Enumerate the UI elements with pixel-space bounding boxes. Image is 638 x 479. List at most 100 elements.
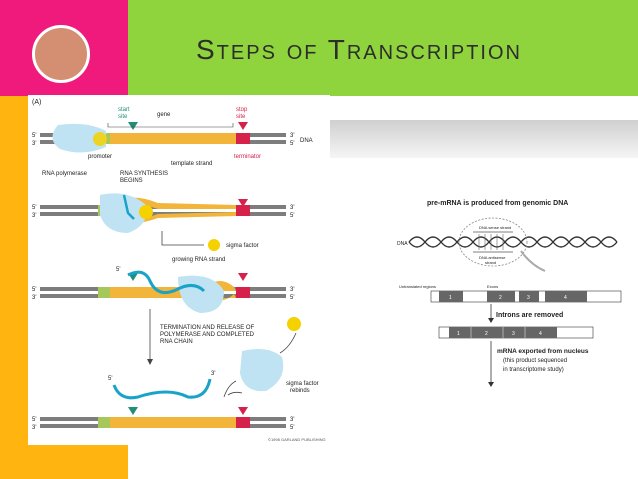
terminator-label: terminator	[234, 154, 261, 160]
stop-site-marker	[238, 122, 248, 130]
gray-gradient-strip	[330, 120, 638, 158]
introns-removed-label: Introns are removed	[496, 312, 563, 319]
row5-start-marker	[128, 407, 138, 415]
panel-label: (A)	[32, 99, 41, 106]
intron-removal-arrow-head	[488, 318, 494, 323]
row2-stop-marker	[238, 199, 248, 207]
row5-promoter-region	[98, 417, 110, 428]
row4-released-polymerase	[240, 349, 284, 392]
exon-2-box	[487, 291, 515, 302]
row3-rna-five-prime: 5'	[116, 267, 120, 273]
row5-five-prime-right: 5'	[290, 425, 294, 431]
exon-3-box	[519, 291, 539, 302]
row5-stop-marker	[238, 407, 248, 415]
transcription-bubble-circle	[458, 217, 528, 267]
base-pair-arrows	[478, 234, 504, 250]
promoter-label: promoter	[88, 154, 112, 160]
row3-promoter-region	[98, 287, 110, 298]
untranslated-regions-label: Untranslated regions	[399, 284, 436, 289]
row1-sigma-factor	[93, 132, 107, 146]
start-site-label-2: site	[118, 114, 128, 120]
row5-three-prime-left: 3'	[32, 425, 36, 431]
stop-site-label-1: stop	[236, 107, 248, 113]
row3-polymerase	[178, 275, 224, 313]
row1-terminator-region	[236, 133, 250, 144]
green-title-band	[128, 0, 638, 96]
stop-site-label-2: site	[236, 114, 246, 120]
row5-terminator-region	[236, 417, 250, 428]
mrna-exon-1-number: 1	[457, 331, 460, 337]
row5-gene-region	[108, 417, 236, 428]
exon-1-number: 1	[449, 295, 452, 301]
exon-2-number: 2	[499, 295, 502, 301]
row3-growing-rna	[127, 270, 206, 295]
row3-gene-left	[110, 287, 206, 298]
mrna-exon-2-number: 2	[485, 331, 488, 337]
row1-gene-region	[108, 133, 236, 144]
gene-label: gene	[157, 112, 171, 118]
mrna-exon-4-number: 4	[539, 331, 542, 337]
row1-five-prime: 5'	[32, 133, 36, 139]
rna-polymerase-label: RNA polymerase	[42, 171, 88, 177]
sigma-rebind-arrow	[279, 332, 297, 354]
row4-sigma-factor	[287, 317, 301, 331]
start-site-marker	[128, 122, 138, 130]
row2-five-prime: 5'	[32, 205, 36, 211]
template-strand-label: template strand	[171, 161, 212, 167]
row2-gene-top	[110, 197, 236, 209]
export-arrow-head	[488, 382, 494, 387]
slide-title: Steps of Transcription	[196, 34, 522, 65]
pre-mrna-title: pre-mRNA is produced from genomic DNA	[427, 200, 568, 207]
antisense-strand-label-1: DNA antisense	[479, 255, 506, 260]
row5-three-prime-right: 3'	[290, 417, 294, 423]
exon-4-number: 4	[564, 295, 567, 301]
termination-label-1: TERMINATION AND RELEASE OF	[160, 325, 255, 331]
sigma-factor-label: sigma factor	[226, 243, 259, 249]
transcription-steps-figure: (A) start site gene stop site 5' 3' 3' 5…	[28, 95, 330, 445]
rna-synthesis-label-1: RNA SYNTHESIS	[120, 171, 168, 177]
row3-three-prime-right: 3'	[290, 287, 294, 293]
row2-polymerase	[100, 193, 147, 233]
row4-rna-three-prime: 3'	[211, 371, 215, 377]
row3-terminator-region	[236, 287, 250, 298]
row1-three-prime-left: 3'	[32, 141, 36, 147]
row3-five-prime: 5'	[32, 287, 36, 293]
termination-label-2: POLYMERASE AND COMPLETED	[160, 332, 255, 338]
row3-five-prime-right: 5'	[290, 295, 294, 301]
row2-three-prime-left: 3'	[32, 213, 36, 219]
row5-five-prime: 5'	[32, 417, 36, 423]
mrna-exported-label-1: mRNA exported from nucleus	[497, 348, 589, 355]
released-sigma-factor	[208, 239, 220, 251]
copyright-label: ©1998 GARLAND PUBLISHING	[268, 437, 326, 442]
decorative-circle	[32, 25, 90, 83]
exon-4-box	[545, 291, 587, 302]
gene-bracket	[107, 123, 234, 128]
row4-rna-five-prime: 5'	[108, 376, 112, 382]
sigma-rebinds-label-1: sigma factor	[286, 381, 319, 387]
exon-3-number: 3	[527, 295, 530, 301]
antisense-strand-label-2: strand	[485, 260, 496, 265]
row2-five-prime-right: 5'	[290, 213, 294, 219]
sense-strand-label: DNA sense strand	[479, 225, 511, 230]
exons-label: Exons	[487, 284, 498, 289]
rna-transcript-arrow	[520, 250, 546, 272]
mrna-exon-3-number: 3	[512, 331, 515, 337]
polymerase-release-arrows	[223, 380, 243, 398]
transcription-steps-svg: (A) start site gene stop site 5' 3' 3' 5…	[32, 99, 326, 442]
growing-rna-label: growing RNA strand	[172, 257, 225, 263]
helix-strand-2	[408, 236, 618, 248]
helix-strand-1	[408, 236, 618, 248]
row1-three-prime-right: 3'	[290, 133, 294, 139]
rna-synthesis-label-2: BEGINS	[120, 178, 143, 184]
sigma-release-arrow	[161, 231, 204, 246]
row2-sigma-factor	[139, 205, 153, 219]
row4-completed-rna	[112, 378, 212, 400]
separated-strands	[473, 231, 513, 253]
pre-mrna-figure: pre-mRNA is produced from genomic DNA DN…	[395, 185, 625, 400]
dna-label: DNA	[300, 138, 313, 144]
termination-arrow-head	[147, 359, 153, 365]
rna-polymerase-blob	[52, 123, 106, 153]
row1-five-prime-right: 5'	[290, 141, 294, 147]
sigma-rebinds-label-2: rebinds	[290, 388, 310, 394]
